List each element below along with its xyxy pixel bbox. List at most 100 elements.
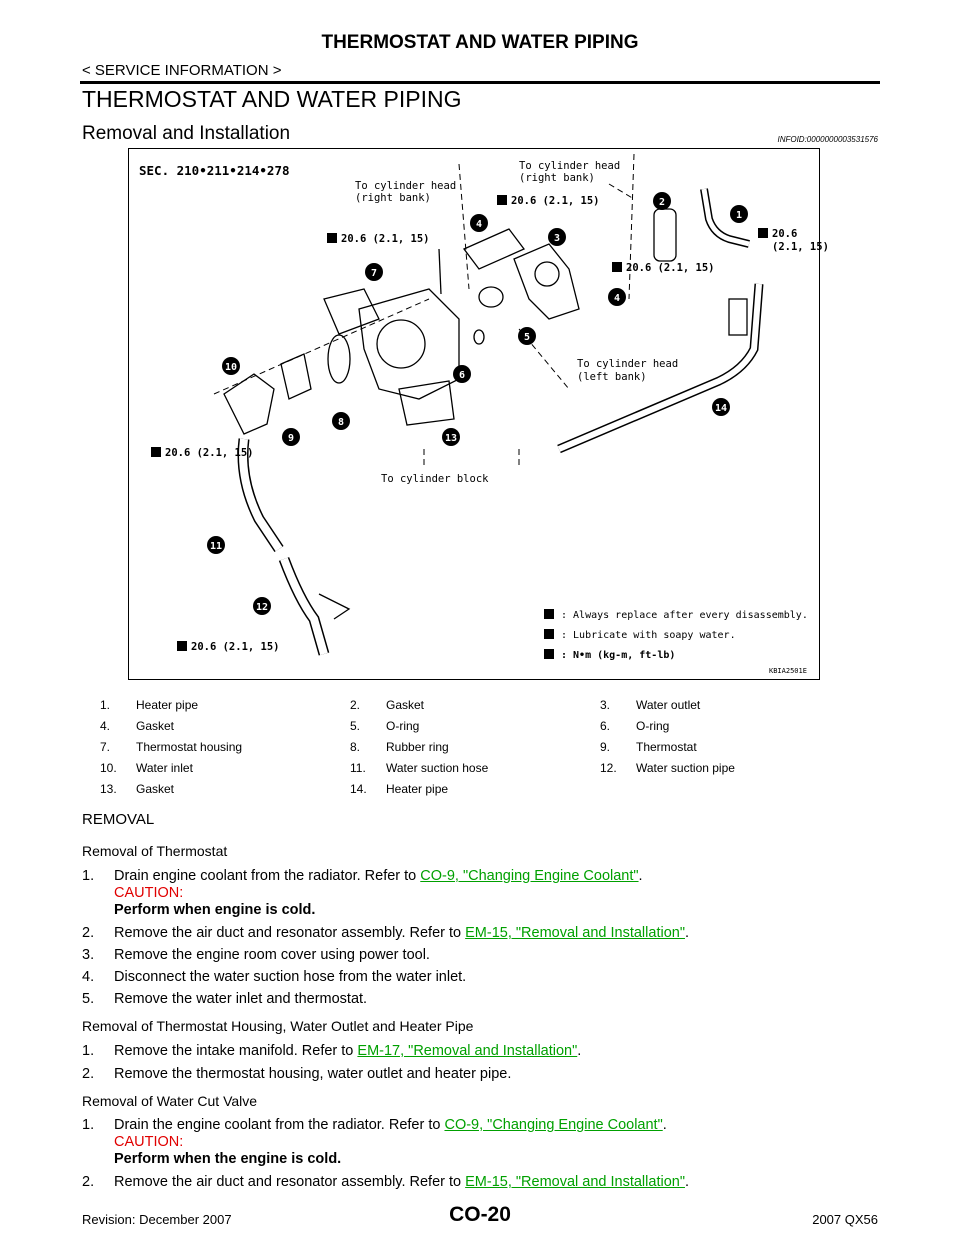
step-5: 5.Remove the water inlet and thermostat. xyxy=(82,991,367,1007)
step-text: Remove the engine room cover using power… xyxy=(114,947,430,963)
part-name: Gasket xyxy=(386,697,425,712)
removal-heading: REMOVAL xyxy=(82,811,155,828)
intake-manifold-link[interactable]: EM-17, "Removal and Installation" xyxy=(357,1043,578,1059)
label-cyl-block: To cylinder block xyxy=(381,473,489,485)
part-name: Water inlet xyxy=(136,760,193,775)
part-num: 14. xyxy=(350,781,367,796)
step-text: Remove the intake manifold. Refer to xyxy=(114,1043,358,1059)
step-text: Remove the air duct and resonator assemb… xyxy=(114,1174,466,1190)
part-num: 13. xyxy=(100,781,117,796)
bracket-shape xyxy=(728,298,748,336)
table-row: 4. Gasket 5. O-ring 6. O-ring xyxy=(100,715,850,736)
part-name: Water suction hose xyxy=(386,760,489,775)
table-row: 1.Heater pipe 2.Gasket 3.Water outlet xyxy=(100,694,850,715)
air-duct-link[interactable]: EM-15, "Removal and Installation" xyxy=(465,1174,685,1190)
torque-icon xyxy=(177,641,187,651)
callout-9: 9 xyxy=(282,428,300,446)
svg-text:14: 14 xyxy=(715,403,727,414)
torque-icon xyxy=(612,262,622,272)
coolant-link[interactable]: CO-9, "Changing Engine Coolant" xyxy=(420,868,639,884)
step-number: 1. xyxy=(82,868,95,884)
callout-2: 2 xyxy=(653,192,671,210)
torque-label-4b: (2.1, 15) xyxy=(772,241,829,253)
callout-8: 8 xyxy=(332,412,350,430)
housing-step-2: 2. Remove the thermostat housing, water o… xyxy=(82,1066,511,1082)
figure-code: KBIA2501E xyxy=(769,667,807,675)
label-cyl-head-left: To cylinder head xyxy=(577,358,678,370)
callout-14: 14 xyxy=(712,398,730,416)
svg-text:4: 4 xyxy=(614,293,620,304)
part-num: 10. xyxy=(100,760,117,775)
svg-text:10: 10 xyxy=(225,362,237,373)
part-name: Gasket xyxy=(136,718,175,733)
part-name: Heater pipe xyxy=(386,781,449,796)
svg-text:12: 12 xyxy=(256,602,268,613)
legend-lubricate: : Lubricate with soapy water. xyxy=(561,630,736,641)
torque-label-3: 20.6 (2.1, 15) xyxy=(626,262,715,274)
page-header-title: THERMOSTAT AND WATER PIPING xyxy=(321,32,639,53)
valve-step-1: 1.Drain the engine coolant from the radi… xyxy=(82,1117,667,1133)
parts-legend: 1.Heater pipe 2.Gasket 3.Water outlet 4.… xyxy=(100,694,850,799)
svg-text:5: 5 xyxy=(524,332,530,343)
step-text: Remove the air duct and resonator assemb… xyxy=(114,925,466,941)
svg-text:6: 6 xyxy=(459,370,465,381)
step-number: 1. xyxy=(82,1043,95,1059)
svg-text:1: 1 xyxy=(736,210,742,221)
step-number: 2. xyxy=(82,1066,95,1082)
part-num: 6. xyxy=(600,718,611,733)
torque-icon xyxy=(544,649,554,659)
callout-1: 1 xyxy=(730,205,748,223)
part-num: 11. xyxy=(350,760,366,775)
callout-3: 3 xyxy=(548,228,566,246)
step-3: 3. Remove the engine room cover using pow… xyxy=(82,947,430,963)
subsection-title: Removal and Installation xyxy=(82,123,291,144)
part-num: 9. xyxy=(600,739,611,754)
svg-text:11: 11 xyxy=(210,541,222,552)
svg-text:7: 7 xyxy=(371,268,377,279)
part-name: Heater pipe xyxy=(136,697,199,712)
step-number: 4. xyxy=(82,969,95,985)
step-text: Disconnect the water suction hose from t… xyxy=(114,969,467,985)
part-num: 2. xyxy=(350,697,361,712)
torque-label-6: 20.6 (2.1, 15) xyxy=(191,641,280,653)
housing-step-1: 1. Remove the intake manifold. Refer to E… xyxy=(82,1043,582,1059)
lubricate-icon xyxy=(544,629,554,639)
air-duct-link[interactable]: EM-15, "Removal and Installation" xyxy=(465,925,685,941)
callout-13: 13 xyxy=(442,428,460,446)
caution-text: Perform when engine is cold. xyxy=(114,902,316,918)
callout-7: 7 xyxy=(365,263,383,281)
label-cyl-head-left-b: (left bank) xyxy=(577,371,647,383)
svg-text:9: 9 xyxy=(288,433,294,444)
callout-10: 10 xyxy=(222,357,240,375)
replace-icon xyxy=(544,609,554,619)
part-num: 8. xyxy=(350,739,361,754)
part-num: 12. xyxy=(600,760,617,775)
step-text: Remove the thermostat housing, water out… xyxy=(114,1066,512,1082)
step-number: 3. xyxy=(82,947,95,963)
step-number: 1. xyxy=(82,1117,95,1133)
caution-text: Perform when the engine is cold. xyxy=(114,1151,342,1167)
torque-label-2: 20.6 (2.1, 15) xyxy=(511,195,600,207)
step-number: 2. xyxy=(82,925,95,941)
valve-step-2: 2. Remove the air duct and resonator asse… xyxy=(82,1174,689,1190)
part-name: O-ring xyxy=(636,718,670,733)
torque-icon xyxy=(151,447,161,457)
model-year: 2007 QX56 xyxy=(812,1212,878,1227)
table-row: 10. Water inlet 11. Water suction hose 12.… xyxy=(100,757,850,778)
torque-label-5: 20.6 (2.1, 15) xyxy=(165,447,254,459)
svg-text:8: 8 xyxy=(338,417,344,428)
part-name: Thermostat xyxy=(636,739,697,754)
part-num: 4. xyxy=(100,718,111,733)
step-number: 2. xyxy=(82,1174,95,1190)
info-id: INFOID:0000000003531576 xyxy=(777,135,878,144)
torque-label-1: 20.6 (2.1, 15) xyxy=(341,233,430,245)
part-name: O-ring xyxy=(386,718,420,733)
svg-text:2: 2 xyxy=(659,197,665,208)
sec-reference: SEC. 210•211•214•278 xyxy=(139,163,290,178)
part-num: 5. xyxy=(350,718,361,733)
step-4: 4. Disconnect the water suction hose from… xyxy=(82,969,466,985)
table-row: 7.Thermostat housing 8.Rubber ring 9.The… xyxy=(100,736,850,757)
part-name: Water outlet xyxy=(636,697,701,712)
svg-text:13: 13 xyxy=(445,433,457,444)
coolant-link[interactable]: CO-9, "Changing Engine Coolant" xyxy=(444,1117,663,1133)
